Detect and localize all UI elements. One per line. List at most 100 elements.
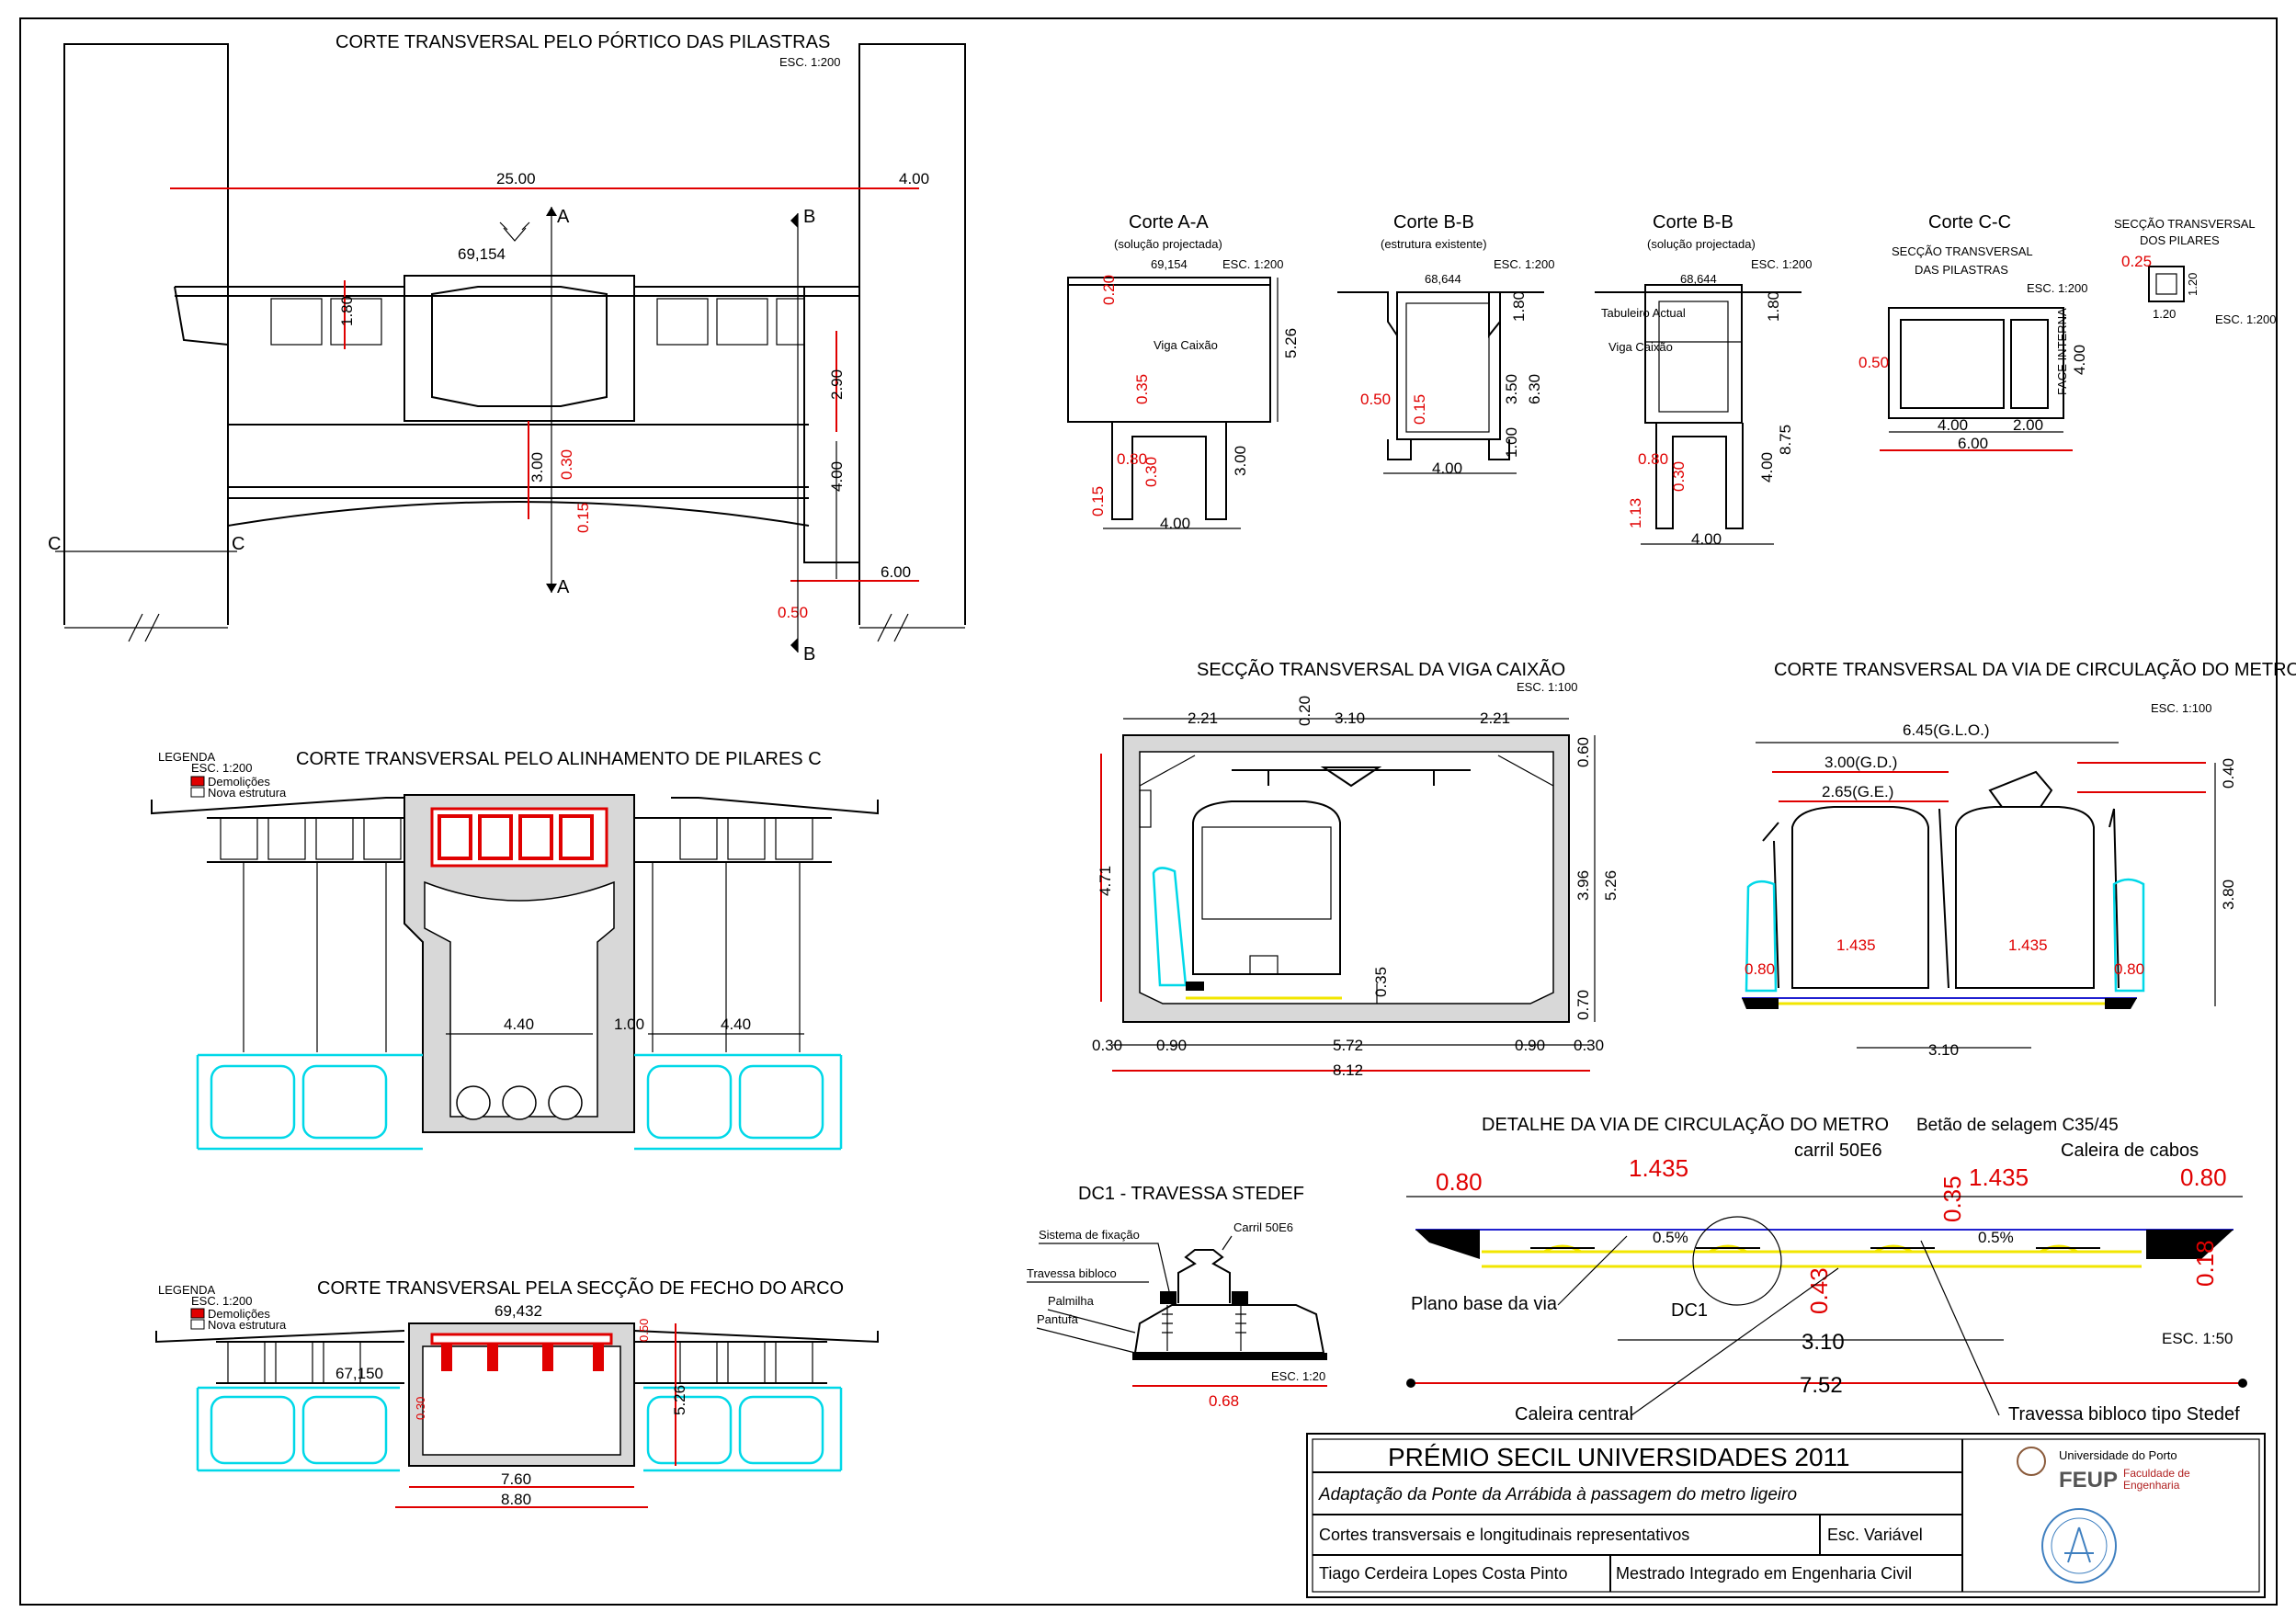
svg-text:1.435: 1.435 — [1629, 1154, 1688, 1182]
svg-text:1.80: 1.80 — [338, 296, 356, 326]
svg-text:(solução projectada): (solução projectada) — [1647, 237, 1756, 251]
svg-text:1.20: 1.20 — [2153, 307, 2176, 321]
svg-text:Corte C-C: Corte C-C — [1928, 212, 2011, 233]
svg-text:Demolições: Demolições — [208, 775, 270, 789]
svg-text:1.80: 1.80 — [1765, 291, 1782, 322]
view-viga-caixao: SECÇÃO TRANSVERSAL DA VIGA CAIXÃO ESC. 1… — [1092, 658, 1620, 1079]
svg-text:B: B — [803, 207, 815, 227]
svg-text:DETALHE DA VIA DE CIRCULAÇÃO D: DETALHE DA VIA DE CIRCULAÇÃO DO METRO — [1482, 1113, 1889, 1135]
svg-text:0.35: 0.35 — [1133, 374, 1151, 404]
svg-text:4.00: 4.00 — [2071, 345, 2088, 375]
svg-text:4.71: 4.71 — [1097, 866, 1114, 896]
svg-text:Faculdade de: Faculdade de — [2123, 1467, 2190, 1480]
svg-text:0.5%: 0.5% — [1653, 1229, 1688, 1246]
svg-text:4.00: 4.00 — [1758, 452, 1776, 482]
svg-text:4.00: 4.00 — [1938, 416, 1968, 434]
svg-text:0.5%: 0.5% — [1978, 1229, 2014, 1246]
svg-text:2.00: 2.00 — [2013, 416, 2043, 434]
svg-text:DC1 - TRAVESSA STEDEF: DC1 - TRAVESSA STEDEF — [1078, 1184, 1304, 1204]
svg-text:5.26: 5.26 — [671, 1385, 688, 1415]
svg-text:1.435: 1.435 — [1969, 1163, 2029, 1191]
svg-text:4.00: 4.00 — [899, 170, 929, 187]
svg-text:DC1: DC1 — [1671, 1300, 1708, 1321]
svg-text:0.40: 0.40 — [2220, 758, 2237, 789]
svg-text:ESC. 1:100: ESC. 1:100 — [1517, 680, 1578, 694]
svg-text:Demolições: Demolições — [208, 1307, 270, 1321]
view-corte-cc: Corte C-C SECÇÃO TRANSVERSAL DAS PILASTR… — [1858, 212, 2088, 452]
svg-text:0.68: 0.68 — [1209, 1392, 1239, 1410]
svg-text:4.00: 4.00 — [828, 461, 846, 492]
svg-text:3.00: 3.00 — [1232, 446, 1249, 476]
svg-text:ESC. 1:200: ESC. 1:200 — [2215, 312, 2277, 326]
svg-text:ESC. 1:200: ESC. 1:200 — [191, 1294, 253, 1308]
svg-text:68,644: 68,644 — [1680, 272, 1717, 286]
svg-text:4.40: 4.40 — [504, 1016, 534, 1033]
svg-text:ESC. 1:200: ESC. 1:200 — [1494, 257, 1555, 271]
svg-text:Caleira de cabos: Caleira de cabos — [2061, 1141, 2199, 1161]
svg-text:6.45(G.L.O.): 6.45(G.L.O.) — [1903, 721, 1989, 739]
svg-text:3.00: 3.00 — [529, 452, 546, 482]
svg-text:0.20: 0.20 — [1296, 696, 1313, 726]
svg-text:5.26: 5.26 — [1602, 870, 1620, 901]
svg-text:B: B — [803, 644, 815, 664]
svg-text:68,644: 68,644 — [1425, 272, 1461, 286]
svg-text:4.40: 4.40 — [721, 1016, 751, 1033]
svg-text:Engenharia: Engenharia — [2123, 1479, 2180, 1492]
pillar-left — [63, 43, 229, 625]
view-corte-bb-existente: Corte B-B (estrutura existente) ESC. 1:2… — [1337, 212, 1555, 477]
svg-text:0.80: 0.80 — [2114, 960, 2144, 978]
svg-text:Nova estrutura: Nova estrutura — [208, 1318, 287, 1332]
svg-text:0.80: 0.80 — [1117, 450, 1147, 468]
svg-text:1.435: 1.435 — [2008, 936, 2048, 954]
svg-text:ESC. 1:200: ESC. 1:200 — [2027, 281, 2088, 295]
svg-text:0.60: 0.60 — [1574, 737, 1592, 767]
pillar-right — [858, 43, 966, 625]
svg-text:3.10: 3.10 — [1802, 1330, 1845, 1355]
svg-text:Viga Caixão: Viga Caixão — [1154, 338, 1218, 352]
svg-text:Sistema de fixação: Sistema de fixação — [1039, 1228, 1140, 1242]
svg-text:Carril 50E6: Carril 50E6 — [1233, 1220, 1293, 1234]
svg-text:ESC. 1:200: ESC. 1:200 — [191, 761, 253, 775]
svg-text:(solução projectada): (solução projectada) — [1114, 237, 1222, 251]
svg-text:4.00: 4.00 — [1160, 515, 1190, 532]
view-alinhamento-pilares-c: CORTE TRANSVERSAL PELO ALINHAMENTO DE PI… — [151, 749, 879, 1151]
svg-text:(estrutura existente): (estrutura existente) — [1381, 237, 1487, 251]
svg-text:Universidade do Porto: Universidade do Porto — [2059, 1448, 2177, 1462]
svg-text:C: C — [232, 534, 244, 554]
tram-front — [1192, 800, 1341, 975]
svg-text:LEGENDA: LEGENDA — [158, 750, 215, 764]
svg-text:Betão de selagem C35/45: Betão de selagem C35/45 — [1916, 1116, 2119, 1135]
svg-text:Travessa bibloco tipo Stedef: Travessa bibloco tipo Stedef — [2008, 1404, 2240, 1424]
svg-text:DAS PILASTRAS: DAS PILASTRAS — [1915, 263, 2008, 277]
svg-text:69,154: 69,154 — [1151, 257, 1188, 271]
svg-text:8.75: 8.75 — [1777, 425, 1794, 455]
svg-text:4.00: 4.00 — [1691, 530, 1722, 548]
svg-text:7.52: 7.52 — [1800, 1373, 1843, 1398]
svg-text:Nova estrutura: Nova estrutura — [208, 786, 287, 800]
svg-text:ESC. 1:20: ESC. 1:20 — [1271, 1369, 1325, 1383]
svg-text:5.72: 5.72 — [1333, 1037, 1363, 1054]
svg-text:CORTE TRANSVERSAL PELO ALINHAM: CORTE TRANSVERSAL PELO ALINHAMENTO DE PI… — [296, 749, 822, 769]
svg-text:0.70: 0.70 — [1574, 990, 1592, 1020]
svg-text:6.30: 6.30 — [1526, 374, 1543, 404]
svg-text:Esc. Variável: Esc. Variável — [1827, 1526, 1923, 1544]
svg-text:0.80: 0.80 — [1436, 1168, 1483, 1196]
svg-text:0.30: 0.30 — [1670, 461, 1688, 492]
svg-text:ESC. 1:100: ESC. 1:100 — [2151, 701, 2212, 715]
svg-text:CORTE TRANSVERSAL PELA SECÇÃO: CORTE TRANSVERSAL PELA SECÇÃO DE FECHO D… — [317, 1277, 844, 1299]
svg-text:0.50: 0.50 — [637, 1319, 651, 1342]
svg-text:C: C — [48, 534, 61, 554]
svg-text:0.50: 0.50 — [778, 604, 808, 621]
svg-text:Corte B-B: Corte B-B — [1393, 212, 1474, 233]
svg-text:0.35: 0.35 — [1372, 967, 1390, 997]
svg-text:0.30: 0.30 — [1142, 457, 1160, 487]
svg-text:0.50: 0.50 — [1360, 391, 1391, 408]
svg-text:DOS PILARES: DOS PILARES — [2140, 233, 2220, 247]
svg-text:1.00: 1.00 — [614, 1016, 644, 1033]
view-portico: CORTE TRANSVERSAL PELO PÓRTICO DAS PILAS… — [48, 31, 966, 664]
svg-text:1.20: 1.20 — [2186, 273, 2199, 296]
svg-text:Adaptação da Ponte da Arrábida: Adaptação da Ponte da Arrábida à passage… — [1318, 1485, 1797, 1504]
svg-text:0.90: 0.90 — [1156, 1037, 1187, 1054]
svg-text:69,154: 69,154 — [458, 245, 506, 263]
